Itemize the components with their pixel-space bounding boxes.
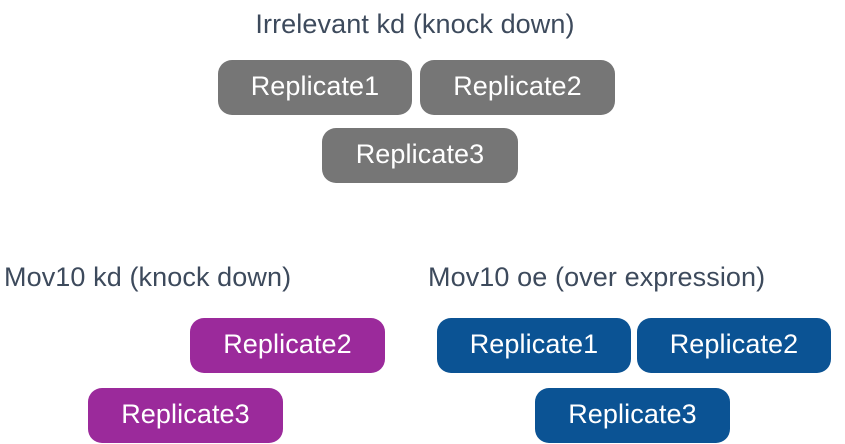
replicate-pill-mov10-oe-3[interactable]: Replicate3 <box>535 388 730 443</box>
replicate-pill-label: Replicate2 <box>223 329 352 359</box>
replicate-pill-label: Replicate3 <box>121 399 250 429</box>
replicate-pill-mov10-kd-3[interactable]: Replicate3 <box>88 388 283 443</box>
group-heading-mov10-oe: Mov10 oe (over expression) <box>428 262 766 292</box>
replicate-pill-irrelevant-kd-2[interactable]: Replicate2 <box>420 60 615 115</box>
group-heading-mov10-kd: Mov10 kd (knock down) <box>4 262 292 292</box>
replicate-pill-mov10-kd-2[interactable]: Replicate2 <box>190 318 385 373</box>
replicate-pill-label: Replicate3 <box>355 139 485 169</box>
replicate-pill-irrelevant-kd-3[interactable]: Replicate3 <box>322 128 518 183</box>
group-heading-irrelevant-kd: Irrelevant kd (knock down) <box>255 9 575 39</box>
replicate-pill-irrelevant-kd-1[interactable]: Replicate1 <box>218 60 412 115</box>
replicate-pill-label: Replicate3 <box>568 399 697 429</box>
replicate-pill-label: Replicate2 <box>669 329 799 359</box>
replicate-pill-mov10-oe-2[interactable]: Replicate2 <box>637 318 831 373</box>
replicate-pill-mov10-oe-1[interactable]: Replicate1 <box>437 318 631 373</box>
replicate-pill-label: Replicate1 <box>250 71 380 101</box>
replicate-pill-label: Replicate2 <box>453 71 582 101</box>
replicate-pill-label: Replicate1 <box>469 329 599 359</box>
